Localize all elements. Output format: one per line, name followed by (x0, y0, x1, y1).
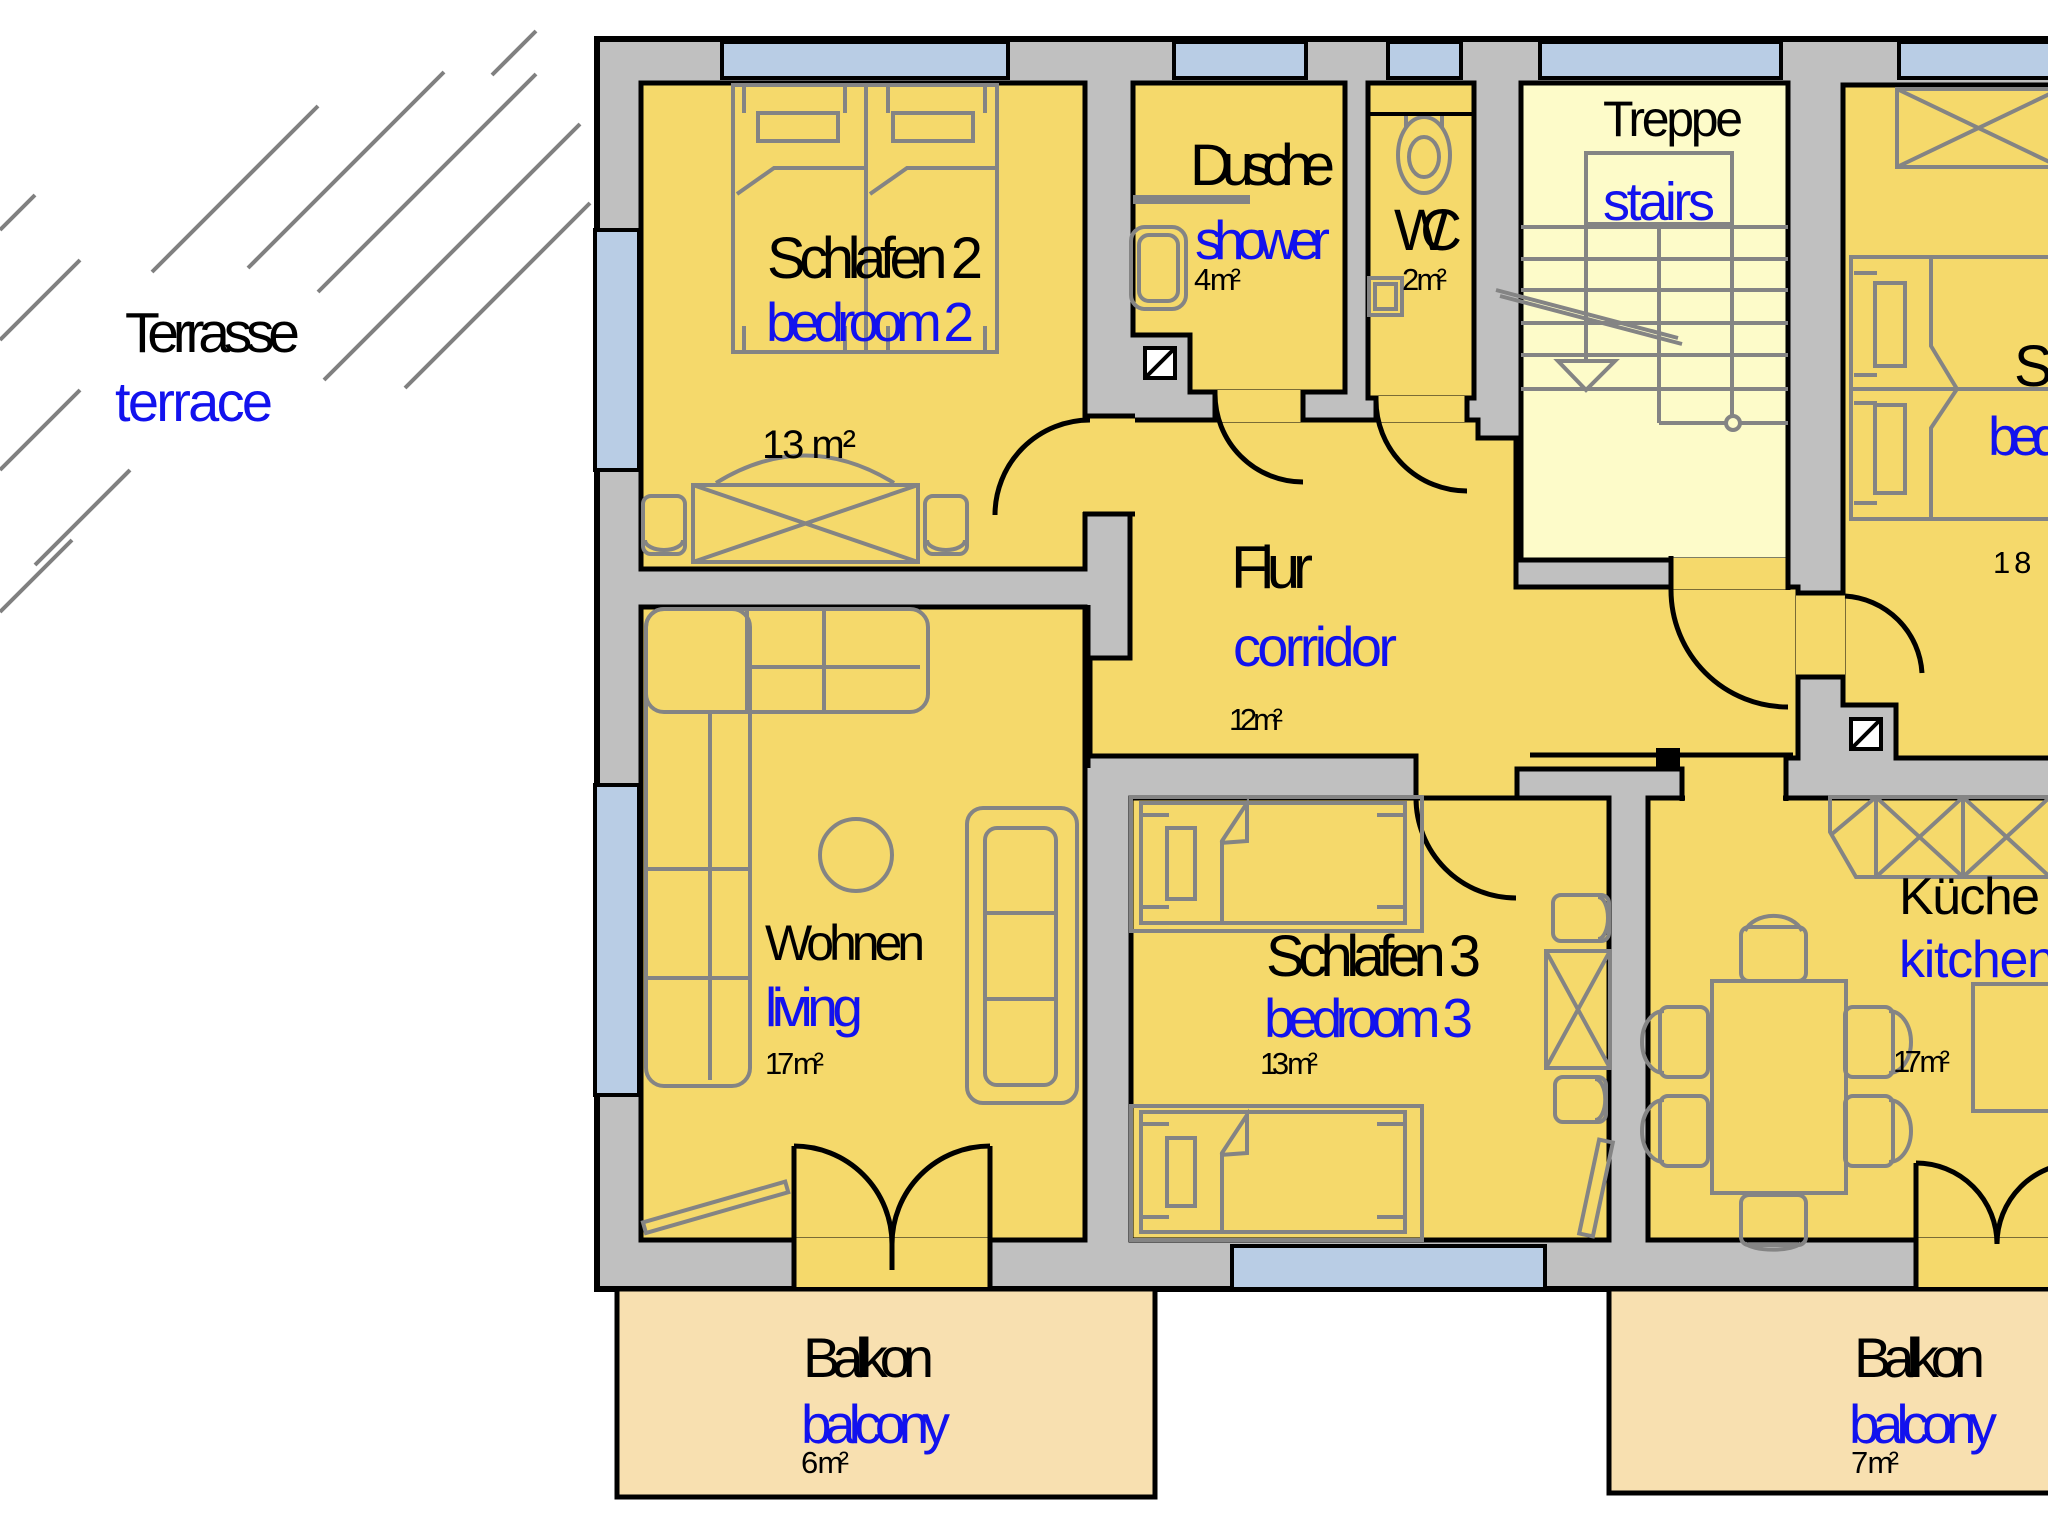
svg-text:Balkon: Balkon (803, 1326, 934, 1389)
svg-text:12 m²: 12 m² (1229, 702, 1283, 737)
svg-text:Treppe: Treppe (1603, 91, 1743, 147)
svg-text:4 m²: 4 m² (1194, 262, 1241, 297)
svg-text:18 m²: 18 m² (1993, 545, 2048, 580)
svg-text:13 m²: 13 m² (1260, 1046, 1318, 1081)
svg-text:17 m²: 17 m² (765, 1046, 824, 1081)
svg-text:bedroom 2: bedroom 2 (766, 291, 974, 353)
svg-text:terrace: terrace (115, 370, 273, 433)
svg-text:stairs: stairs (1603, 172, 1715, 232)
svg-text:6 m²: 6 m² (801, 1445, 849, 1480)
svg-text:Schlafen: Schlafen (2014, 334, 2048, 399)
svg-text:bedroom 3: bedroom 3 (1264, 987, 1473, 1049)
svg-text:Balkon: Balkon (1854, 1326, 1985, 1389)
svg-text:17 m²: 17 m² (1893, 1044, 1950, 1079)
svg-text:balcony: balcony (1849, 1393, 1998, 1455)
svg-text:WC: WC (1394, 198, 1462, 263)
svg-text:shower: shower (1195, 209, 1330, 271)
svg-text:Flur: Flur (1231, 534, 1313, 601)
svg-text:13 m²: 13 m² (762, 423, 856, 467)
svg-text:Schlafen 3: Schlafen 3 (1266, 924, 1481, 989)
svg-text:kitchen - din: kitchen - din (1899, 931, 2048, 989)
svg-text:balcony: balcony (801, 1393, 951, 1455)
svg-text:Terrasse: Terrasse (125, 301, 300, 365)
svg-text:Küche - Es: Küche - Es (1899, 868, 2048, 926)
svg-text:7 m²: 7 m² (1851, 1445, 1899, 1480)
svg-text:Dusche: Dusche (1190, 133, 1335, 198)
svg-text:bedroom: bedroom (1988, 405, 2048, 467)
svg-text:corridor: corridor (1233, 615, 1397, 678)
svg-text:2 m²: 2 m² (1402, 262, 1447, 297)
svg-text:Wohnen: Wohnen (765, 915, 925, 971)
svg-text:living: living (765, 976, 863, 1038)
svg-text:Schlafen 2: Schlafen 2 (767, 226, 983, 291)
